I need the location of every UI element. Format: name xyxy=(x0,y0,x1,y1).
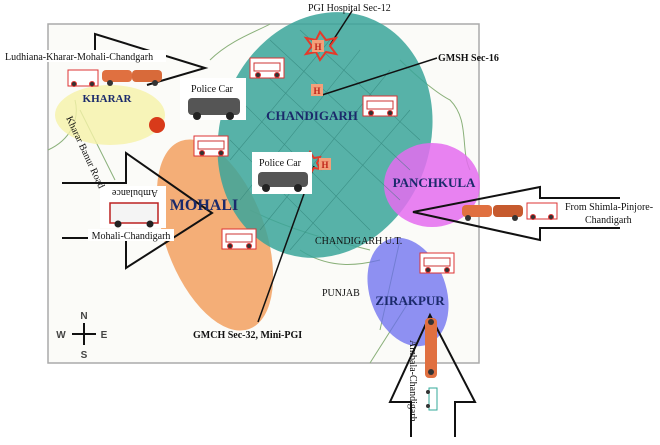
police-car-center: Police Car xyxy=(252,152,312,194)
hospital-icon: H xyxy=(313,86,320,96)
police-car-icon xyxy=(258,172,308,187)
compass-east: E xyxy=(101,330,108,341)
ambulance-icon xyxy=(67,69,99,87)
city-label-chandigarh: CHANDIGARH xyxy=(266,108,358,123)
route-label-shimla-2: Chandigarh xyxy=(585,215,632,226)
hospital-gmsh-marker[interactable]: H xyxy=(311,84,323,96)
ambulance-icon xyxy=(221,228,257,250)
city-label-kharar: KHARAR xyxy=(83,93,133,105)
car-icon xyxy=(425,318,437,378)
ambulance-label: Ambulance xyxy=(111,187,158,198)
city-label-mohali: MOHALI xyxy=(170,197,238,214)
route-label-shimla: From Shimla-Pinjore- xyxy=(565,202,653,213)
route-label-mohali: Mohali-Chandigarh xyxy=(92,231,171,242)
ambulance-icon xyxy=(249,57,285,79)
star-icon xyxy=(303,30,339,62)
compass-west: W xyxy=(56,330,66,341)
compass-rose: N S E W xyxy=(56,311,107,361)
map-label-punjab: PUNJAB xyxy=(322,288,360,299)
kharar-region xyxy=(55,85,165,145)
ambulance-icon xyxy=(426,387,438,411)
car-icon xyxy=(102,70,162,86)
ambulance-icon xyxy=(109,202,159,224)
route-label-ludhiana: Ludhiana-Kharar-Mohali-Chandgarh xyxy=(5,52,153,63)
ambala-route-arrow xyxy=(388,312,477,437)
ambulance-icon xyxy=(193,135,229,157)
ambulance-icon xyxy=(526,202,558,220)
car-icons xyxy=(102,70,523,411)
police-car-icon xyxy=(188,98,240,115)
hospital-icon: H xyxy=(321,160,328,170)
hospital-label-pgi: PGI Hospital Sec-12 xyxy=(308,3,391,14)
car-icon xyxy=(462,205,523,221)
ambulance-icons xyxy=(67,57,558,274)
route-label-ambala: Ambala-Chandigarh xyxy=(407,340,418,422)
compass-south: S xyxy=(81,350,88,361)
shimla-route-arrow xyxy=(412,185,620,242)
compass-north: N xyxy=(80,311,87,322)
kharar-marker xyxy=(149,117,165,133)
city-label-panchkula: PANCHKULA xyxy=(393,175,476,190)
hospital-pgi-marker[interactable]: H xyxy=(303,30,339,62)
ambulance-icon xyxy=(419,252,455,274)
police-car-label: Police Car xyxy=(191,84,234,95)
ambulance-van: Ambulance xyxy=(100,186,166,228)
ambulance-icon xyxy=(362,95,398,117)
map-label-ut: CHANDIGARH U.T. xyxy=(315,236,402,247)
gmsh-pointer-line xyxy=(321,57,438,96)
hospital-icon: H xyxy=(314,42,321,52)
city-label-zirakpur: ZIRAKPUR xyxy=(375,293,445,308)
hospital-label-gmsh: GMSH Sec-16 xyxy=(438,53,499,64)
panchkula-region xyxy=(384,143,480,227)
police-car-label: Police Car xyxy=(259,158,302,169)
hospital-label-gmch: GMCH Sec-32, Mini-PGI xyxy=(193,330,302,341)
police-car-top: Police Car xyxy=(180,78,246,120)
